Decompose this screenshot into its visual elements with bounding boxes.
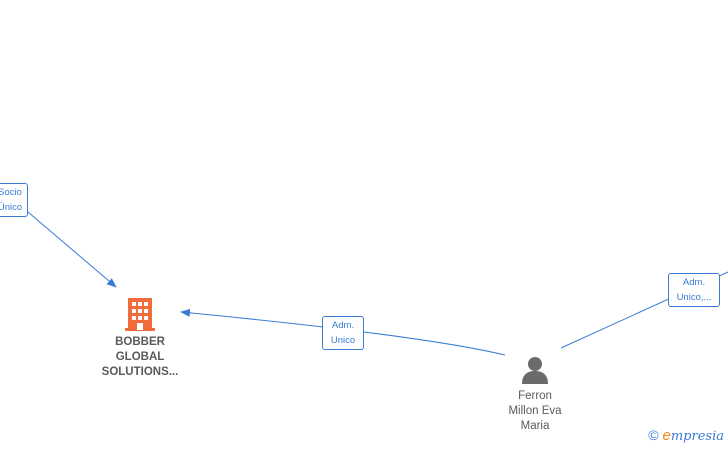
edge-label-line2: Unico — [330, 335, 356, 346]
brand-logo-initial: e — [662, 427, 671, 444]
person-name-line2: Millon Eva — [508, 405, 562, 417]
company-name-line2: GLOBAL — [115, 351, 165, 363]
company-name-line3: SOLUTIONS... — [101, 366, 179, 378]
edge-label-line1: Socio — [0, 187, 22, 198]
person-node[interactable]: Ferron Millon Eva Maria — [495, 355, 575, 434]
brand-logo-text: mpresia — [670, 429, 724, 444]
edge-label-line1: Adm. — [331, 320, 355, 331]
edge-label-line2: Único — [0, 202, 23, 213]
copyright-symbol: © — [648, 427, 659, 443]
person-name-line1: Ferron — [518, 390, 552, 402]
edge-label-line1: Adm. — [682, 277, 706, 288]
company-name-line1: BOBBER — [115, 336, 165, 348]
building-icon — [125, 298, 155, 331]
person-icon — [522, 357, 548, 384]
edge-label-adm-center[interactable]: Adm. Unico — [322, 316, 364, 350]
person-name-line3: Maria — [520, 420, 550, 432]
empresia-watermark: ©empresia — [648, 427, 724, 444]
edge-label-socio[interactable]: Socio Único — [0, 183, 28, 217]
edge-label-adm-right[interactable]: Adm. Unico,... — [668, 273, 720, 307]
edge-person-to-company — [180, 308, 506, 356]
edge-socio-to-company — [27, 211, 117, 288]
company-node[interactable]: BOBBER GLOBAL SOLUTIONS... — [90, 296, 190, 380]
edge-label-line2: Unico,... — [676, 292, 712, 303]
